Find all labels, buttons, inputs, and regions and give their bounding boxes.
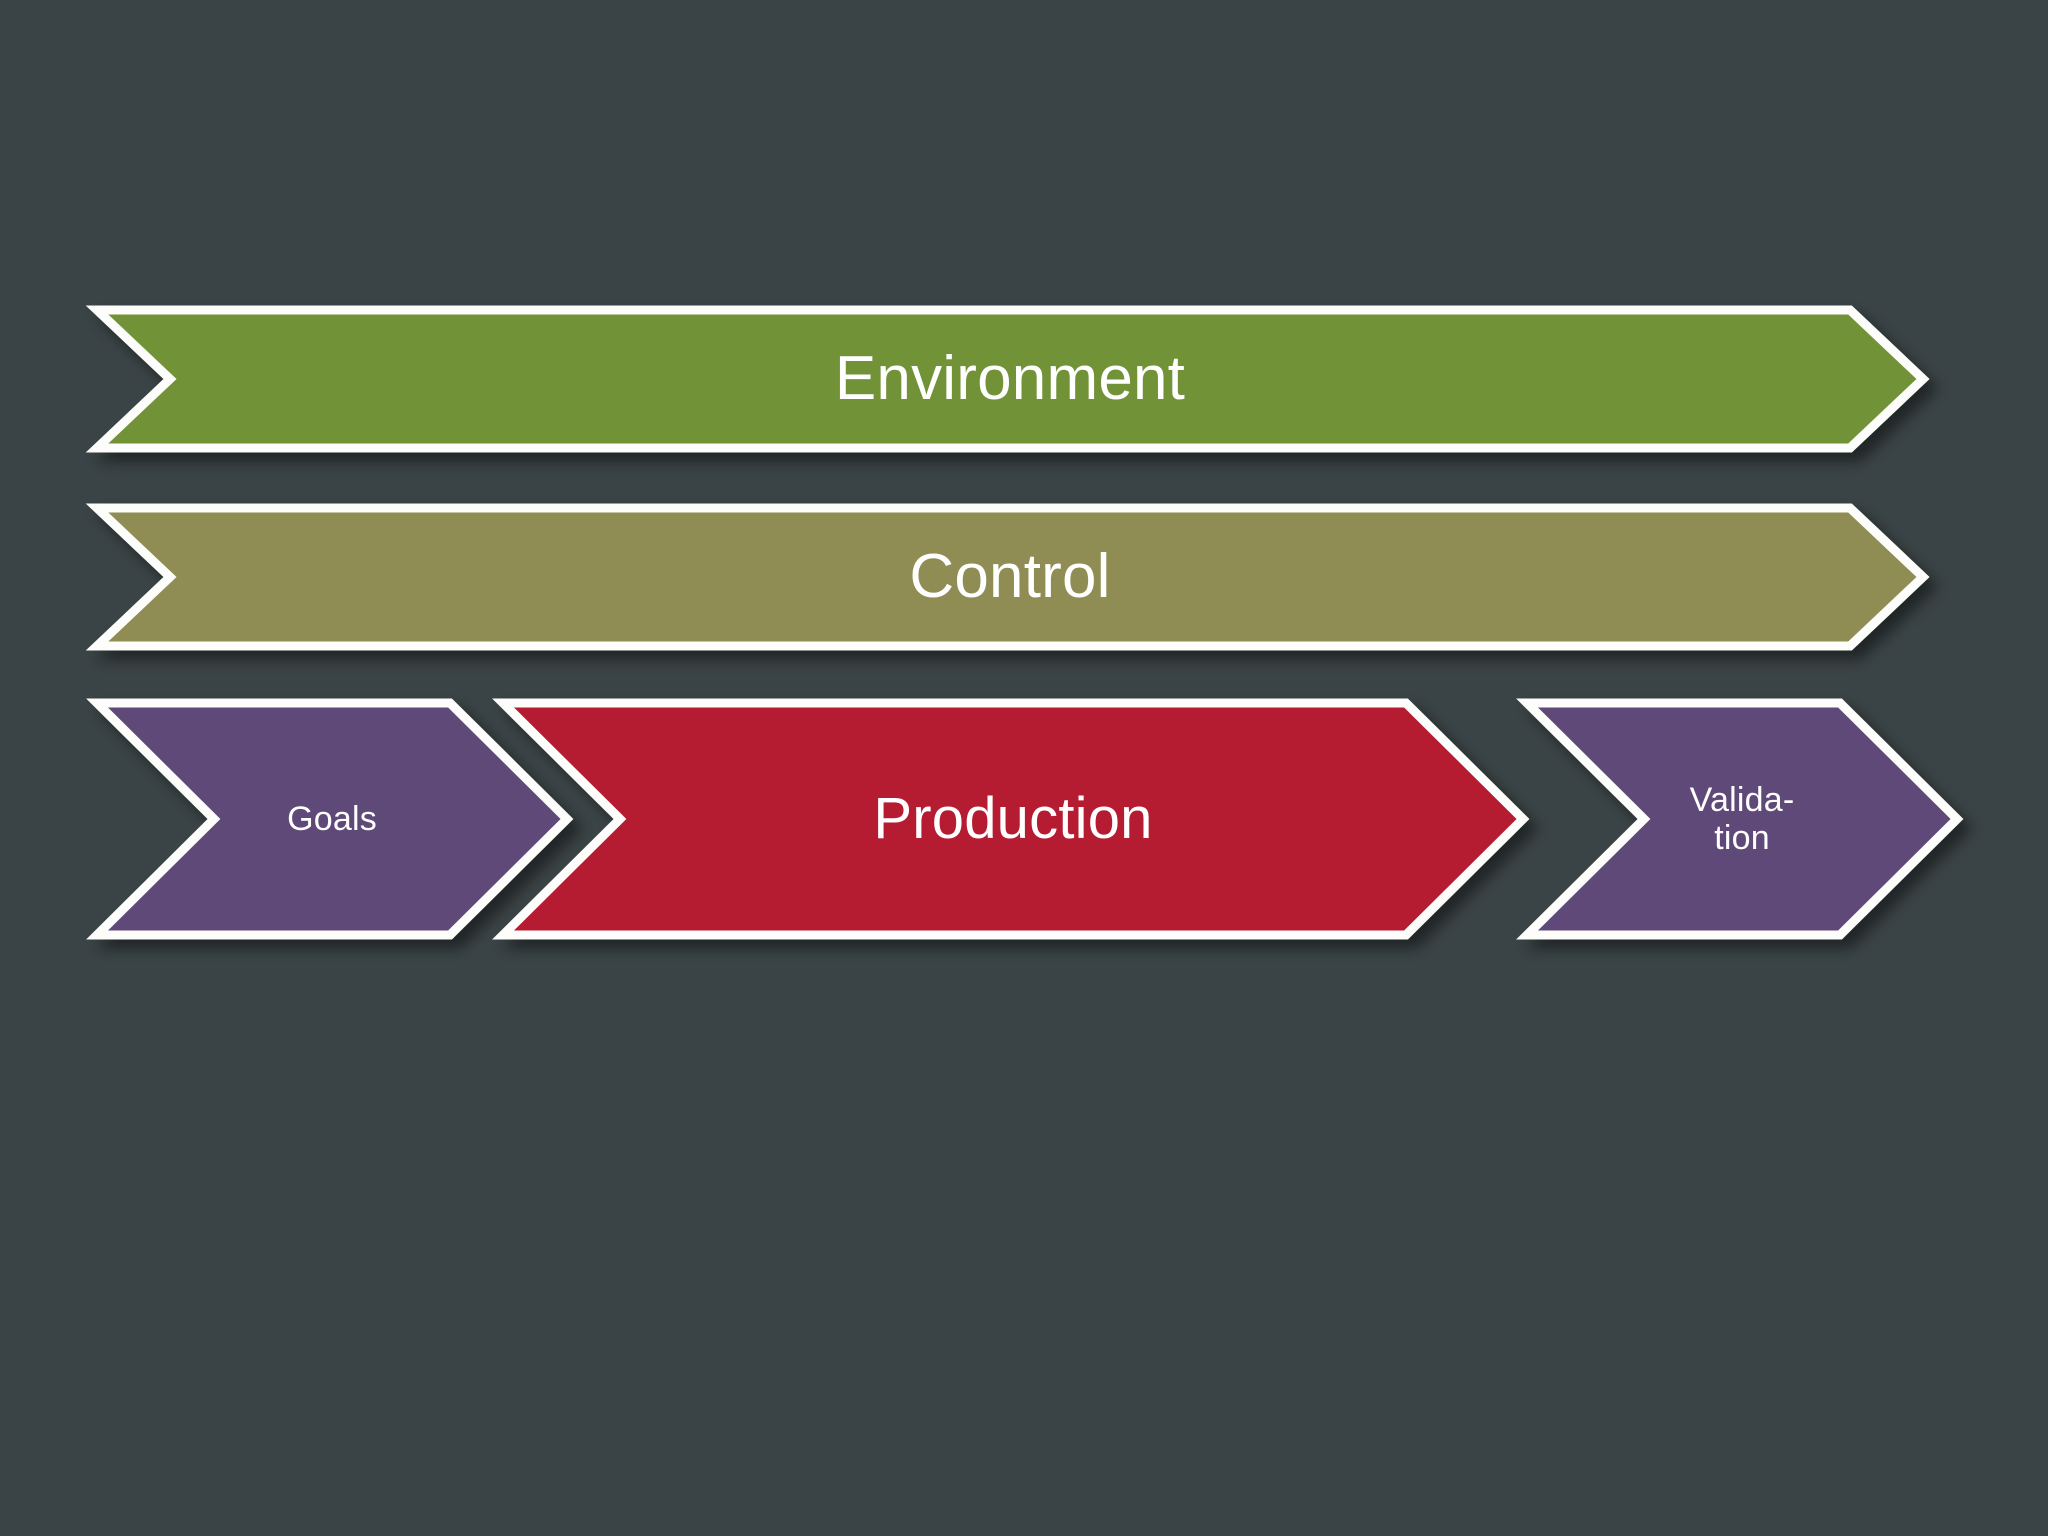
chevron-goals-shape (86, 698, 574, 940)
chevron-environment-polygon (85, 305, 1930, 453)
chevron-production-shape (492, 698, 1530, 940)
chevron-control-shape (85, 503, 1930, 651)
chevron-validation-polygon (1516, 698, 1964, 940)
chevron-environment[interactable]: Environment (85, 305, 1930, 453)
chevron-production[interactable]: Production (492, 698, 1530, 940)
chevron-validation[interactable]: Valida- tion (1516, 698, 1964, 940)
chevron-goals-polygon (86, 698, 574, 940)
chevron-environment-shape (85, 305, 1930, 453)
chevron-control[interactable]: Control (85, 503, 1930, 651)
chevron-validation-shape (1516, 698, 1964, 940)
chevron-production-polygon (492, 698, 1530, 940)
chevron-control-polygon (85, 503, 1930, 651)
